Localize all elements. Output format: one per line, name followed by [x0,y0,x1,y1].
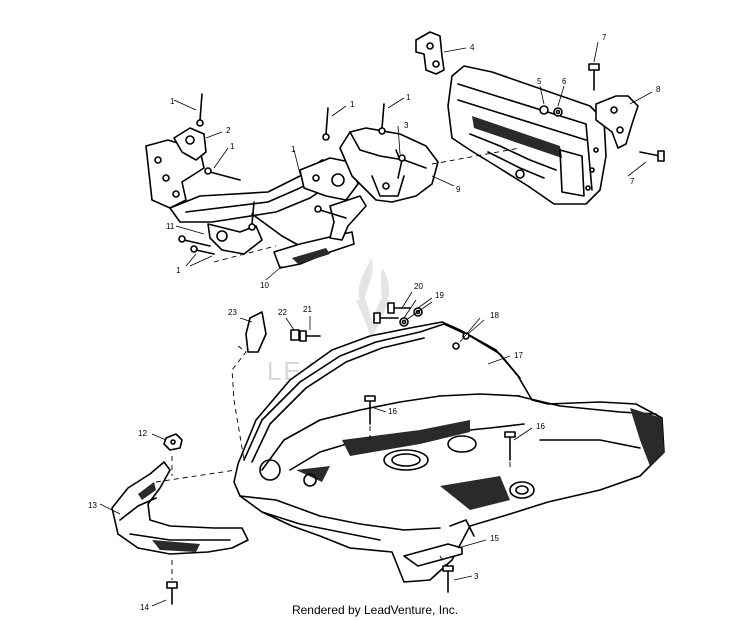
steering-support-frame [145,127,359,255]
callout-label: 1 [176,266,181,275]
callout-label: 16 [388,407,397,416]
callout-label: 4 [470,43,475,52]
callout-label: 2 [226,126,231,135]
callout-label: 1 [291,145,296,154]
callout-label: 13 [88,501,97,510]
callout-label: 20 [414,282,423,291]
callout-label: 8 [656,85,661,94]
callout-label: 11 [166,222,175,231]
steering-column-support [339,127,439,203]
callout-label: 1 [406,93,411,102]
steering-post-block [415,31,607,205]
callout-label: 15 [490,534,499,543]
callout-label: 21 [303,305,312,314]
callout-label: 7 [630,177,635,186]
leader-lines [99,41,653,607]
nose-pan-assembly [233,321,665,583]
callout-label: 7 [602,33,607,42]
callout-label: 16 [536,422,545,431]
callout-label: 3 [474,572,479,581]
assembly-lines [155,147,521,580]
mount-bracket-8 [595,95,639,149]
front-bumper [111,461,249,555]
callout-labels: 1 2 1 1 1 1 3 4 5 6 7 8 7 9 11 1 10 23 2… [88,33,661,612]
lower-bracket-10 [273,195,367,269]
bolts-upper [178,63,665,255]
callout-label: 22 [278,308,287,317]
callout-label: 1 [350,100,355,109]
callout-label: 6 [562,77,567,86]
callout-label: 14 [140,603,149,612]
callout-label: 3 [404,121,409,130]
callout-label: 1 [170,97,175,106]
callout-label: 9 [456,185,461,194]
callout-label: 17 [514,351,523,360]
callout-label: 10 [260,281,269,290]
callout-label: 19 [435,291,444,300]
callout-label: 12 [138,429,147,438]
callout-label: 1 [230,142,235,151]
callout-label: 5 [537,77,542,86]
render-credit: Rendered by LeadVenture, Inc. [291,603,459,617]
callout-label: 23 [228,308,237,317]
callout-label: 18 [490,311,499,320]
